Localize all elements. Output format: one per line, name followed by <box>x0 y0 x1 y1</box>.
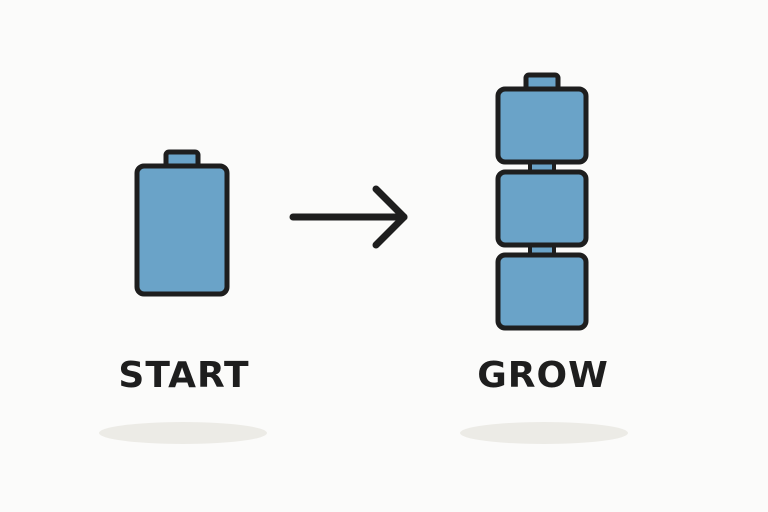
start-label: START <box>118 355 250 396</box>
battery-body <box>134 163 230 297</box>
grow-shadow <box>460 422 628 444</box>
start-shadow <box>99 422 267 444</box>
stack-cell-2 <box>495 169 589 248</box>
stack-cell-1 <box>495 86 589 165</box>
single-battery-icon <box>134 149 230 297</box>
stack-cell-3 <box>495 252 589 331</box>
stacked-batteries-icon <box>495 72 589 331</box>
right-arrow-icon <box>289 185 408 249</box>
grow-label: GROW <box>477 355 609 396</box>
